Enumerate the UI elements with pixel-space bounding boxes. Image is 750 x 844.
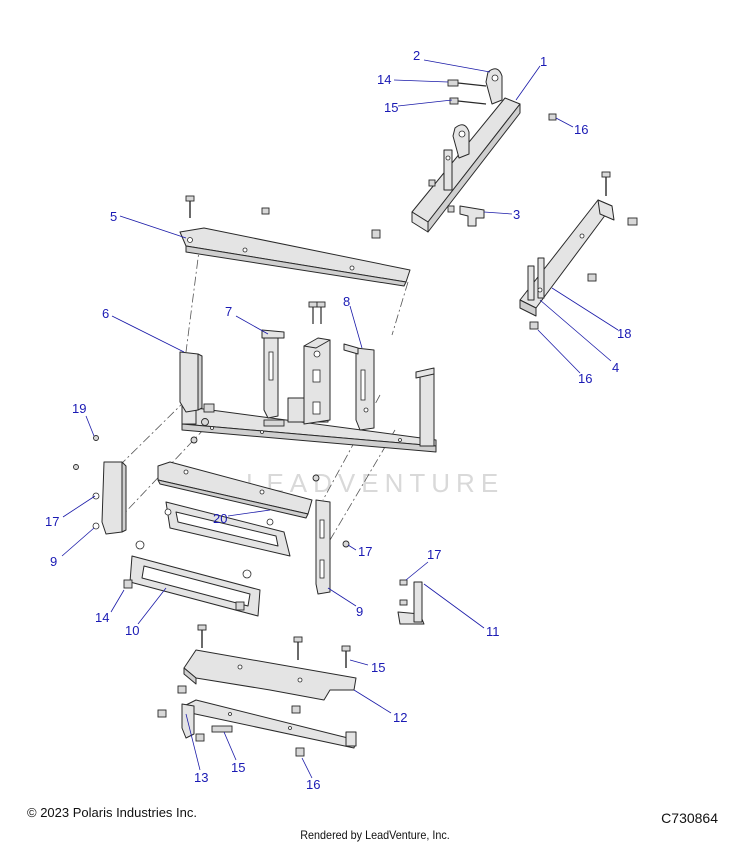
part-5-cross-plate bbox=[179, 195, 411, 287]
callout-9: 9 bbox=[356, 604, 363, 619]
part-8-bracket bbox=[343, 343, 375, 431]
part-13-lower-rail bbox=[157, 685, 357, 757]
part-9-center-bracket bbox=[312, 474, 350, 595]
copyright-text: © 2023 Polaris Industries Inc. bbox=[27, 805, 197, 820]
callout-13: 13 bbox=[194, 770, 208, 785]
callout-15: 15 bbox=[384, 100, 398, 115]
part-1-upper-tube bbox=[411, 68, 521, 233]
callout-1: 1 bbox=[540, 54, 547, 69]
part-11-bracket bbox=[397, 579, 425, 625]
callout-7: 7 bbox=[225, 304, 232, 319]
callout-9: 9 bbox=[50, 554, 57, 569]
callout-20: 20 bbox=[213, 511, 227, 526]
watermark: LEADVENTURE bbox=[246, 468, 504, 498]
callout-6: 6 bbox=[102, 306, 109, 321]
part-12-lower-plate bbox=[183, 624, 357, 701]
callout-14: 14 bbox=[377, 72, 391, 87]
callout-12: 12 bbox=[393, 710, 407, 725]
part-6-left-bracket bbox=[179, 351, 215, 413]
part-7-bracket bbox=[261, 301, 326, 419]
callouts: 1 2 14 15 16 3 5 6 7 8 18 4 16 19 17 9 2… bbox=[45, 48, 631, 792]
part-3-bracket bbox=[447, 205, 485, 227]
callout-16: 16 bbox=[578, 371, 592, 386]
callout-3: 3 bbox=[513, 207, 520, 222]
part-10-frames bbox=[123, 501, 291, 617]
callout-17: 17 bbox=[45, 514, 59, 529]
callout-11: 11 bbox=[486, 624, 500, 639]
figure-id: C730864 bbox=[661, 810, 718, 826]
callout-15: 15 bbox=[231, 760, 245, 775]
callout-17: 17 bbox=[358, 544, 372, 559]
callout-15: 15 bbox=[371, 660, 385, 675]
callout-18: 18 bbox=[617, 326, 631, 341]
callout-5: 5 bbox=[110, 209, 117, 224]
center-channel bbox=[303, 337, 331, 425]
part-4-right-rail bbox=[519, 171, 638, 330]
hardware-2 bbox=[428, 79, 557, 187]
callout-19: 19 bbox=[72, 401, 86, 416]
rendered-by-text: Rendered by LeadVenture, Inc. bbox=[300, 828, 450, 842]
callout-2: 2 bbox=[413, 48, 420, 63]
leader-lines bbox=[61, 59, 619, 779]
part-20-plate bbox=[157, 461, 313, 519]
callout-10: 10 bbox=[125, 623, 139, 638]
callout-14: 14 bbox=[95, 610, 109, 625]
callout-4: 4 bbox=[612, 360, 619, 375]
callout-8: 8 bbox=[343, 294, 350, 309]
callout-17: 17 bbox=[427, 547, 441, 562]
callout-16: 16 bbox=[306, 777, 320, 792]
part-9-left-bracket bbox=[73, 435, 127, 535]
callout-16: 16 bbox=[574, 122, 588, 137]
